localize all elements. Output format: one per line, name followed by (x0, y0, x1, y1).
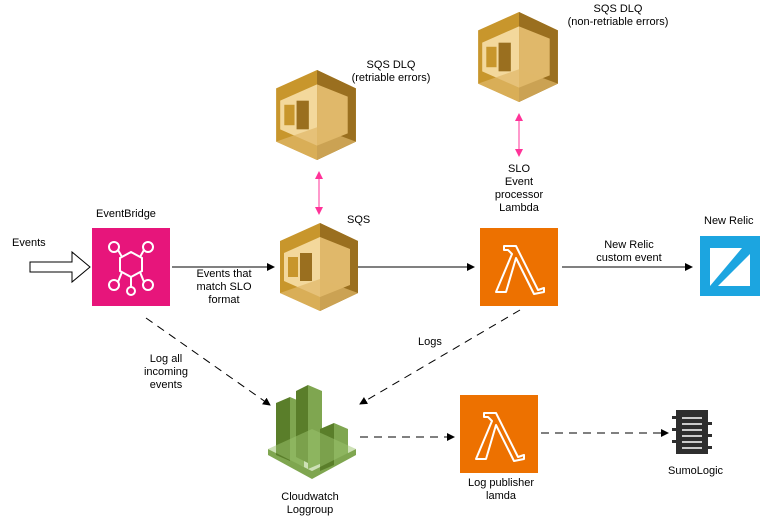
edge-custom-event-label-line2: custom event (596, 252, 662, 264)
edge-match-slo-label-line2: match SLO (196, 281, 252, 293)
edge-match-slo-label: Events that match SLO format (186, 268, 262, 307)
events-label: Events (12, 237, 46, 249)
edge-custom-event-label: New Relic custom event (584, 239, 674, 265)
sqs-icon (280, 223, 358, 311)
new-relic-label: New Relic (704, 215, 754, 227)
edge-log-all-label-line3: events (149, 379, 183, 391)
sqs-dlq-nonretriable-label-line2: (non-retriable errors) (567, 16, 669, 28)
edge-log-all-label: Log all incoming events (136, 353, 196, 392)
log-publisher-lambda-icon (460, 395, 538, 473)
cloudwatch-label-line1: Cloudwatch (281, 491, 339, 503)
edge-custom-event-label-line1: New Relic (604, 239, 654, 251)
sqs-dlq-nonretriable-label: SQS DLQ (non-retriable errors) (558, 3, 678, 29)
lambda-icon (480, 228, 558, 306)
slo-lambda-label-line2: Event (504, 176, 534, 188)
slo-lambda-label-line1: SLO (507, 163, 530, 175)
log-publisher-label-line2: lamda (486, 490, 516, 502)
edge-match-slo-label-line1: Events that (196, 268, 252, 280)
eventbridge-label: EventBridge (96, 208, 156, 220)
eventbridge-icon (92, 228, 170, 306)
edge-eventbridge-to-cloudwatch (145, 317, 271, 406)
sumologic-label: SumoLogic (668, 465, 724, 477)
edge-log-all-label-line2: incoming (143, 366, 189, 378)
cloudwatch-label-line2: Loggroup (286, 504, 334, 516)
sqs-dlq-nonretriable-icon (478, 12, 558, 102)
edge-log-all-label-line1: Log all (149, 353, 183, 365)
sqs-dlq-nonretriable-label-line1: SQS DLQ (593, 3, 643, 15)
edge-lambda-to-cloudwatch (359, 309, 521, 405)
edge-logs-label: Logs (418, 336, 442, 348)
slo-lambda-label-line3: processor (494, 189, 544, 201)
edge-match-slo-label-line3: format (208, 294, 240, 306)
sqs-dlq-retriable-label-line2: (retriable errors) (351, 72, 431, 84)
slo-lambda-label: SLO Event processor Lambda (488, 163, 550, 215)
sqs-dlq-retriable-icon (276, 70, 356, 160)
sqs-dlq-retriable-label-line1: SQS DLQ (366, 59, 416, 71)
log-publisher-label-line1: Log publisher (467, 477, 535, 489)
cloudwatch-label: Cloudwatch Loggroup (270, 491, 350, 517)
sqs-dlq-retriable-label: SQS DLQ (retriable errors) (344, 59, 438, 85)
cloudwatch-icon (268, 385, 356, 479)
log-publisher-label: Log publisher lamda (456, 477, 546, 503)
events-input-arrow (29, 250, 91, 284)
new-relic-icon (700, 236, 760, 296)
slo-lambda-label-line4: Lambda (499, 202, 539, 214)
sumologic-icon (672, 410, 712, 454)
sqs-label: SQS (347, 214, 371, 226)
